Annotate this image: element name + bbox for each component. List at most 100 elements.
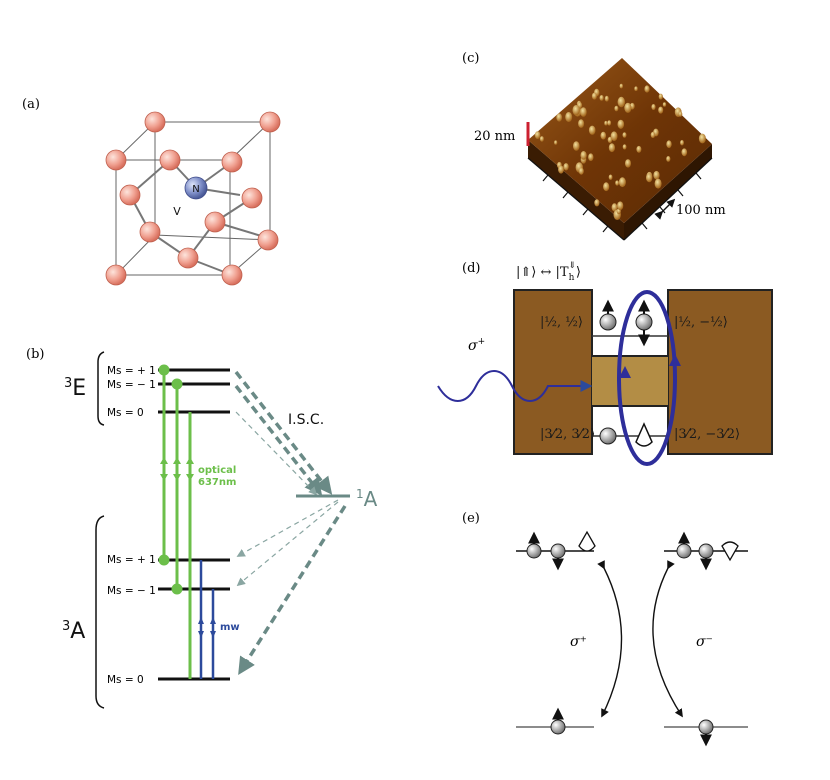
afm-height-label: 20 nm [474, 129, 515, 144]
panel-c-label: (c) [462, 51, 479, 66]
hole-empty [635, 422, 653, 447]
afm-bump [624, 102, 632, 113]
afm-bump [636, 145, 642, 153]
nitrogen-label: N [192, 184, 199, 195]
panel-b-label: (b) [26, 347, 44, 362]
optical-transitions [158, 364, 192, 679]
afm-bump [588, 125, 596, 135]
afm-bump [565, 112, 573, 122]
sigma-minus-label: σ⁻ [696, 634, 713, 650]
afm-bump [539, 136, 544, 142]
afm-bump [618, 177, 626, 188]
afm-bump [658, 93, 663, 100]
carbon-atom [221, 264, 243, 286]
afm-bump [658, 106, 664, 114]
panel-d-label: (d) [462, 261, 480, 276]
spin-ball [599, 427, 617, 445]
afm-bump [619, 83, 623, 89]
afm-bump [646, 173, 653, 183]
photon-label: σ+ [468, 337, 485, 354]
transition-label: |⇑⟩ ↔ |Th⇓⟩ [516, 261, 581, 283]
afm-surface [528, 58, 712, 223]
ms-zero-excited: Ms = 0 [107, 407, 144, 419]
afm-bump [681, 148, 688, 157]
carbon-atom [159, 149, 181, 171]
afm-bump [594, 199, 600, 207]
afm-bump [572, 105, 580, 116]
afm-bump [678, 111, 683, 117]
ms-plus-excited: Ms = + 1 [107, 365, 156, 377]
carbon-atom [221, 151, 243, 173]
ms-plus-ground: Ms = + 1 [107, 554, 156, 566]
afm-bump [534, 131, 541, 140]
afm-bump [625, 159, 631, 168]
afm-bump [644, 85, 650, 93]
afm-bump [578, 119, 585, 128]
nitrogen-atom [184, 176, 208, 200]
elec-top-ket: |½, −½⟩ [674, 315, 728, 330]
afm-bumps [534, 83, 706, 220]
afm-bump [662, 102, 667, 107]
quantum-dot [592, 356, 668, 406]
afm-bump [653, 170, 660, 180]
carbon-atom [257, 229, 279, 251]
panel-a: (a) [22, 97, 281, 286]
vacancy-label: V [173, 205, 181, 218]
panel-b: (b) 3E 3A Ms = + 1 Ms = − 1 Ms = 0 Ms = … [26, 347, 378, 709]
barrier-right [667, 289, 773, 455]
excited-state-label: 3E [64, 376, 86, 401]
afm-bump [654, 178, 662, 189]
singlet-label: 1A [356, 487, 378, 511]
hole-top-ket: |½, ½⟩ [540, 315, 583, 330]
afm-lateral-label: 100 nm [676, 203, 726, 218]
isc-label: I.S.C. [288, 412, 324, 428]
barrier-left [513, 289, 593, 455]
afm-bump [617, 119, 625, 129]
afm-bump [622, 144, 627, 150]
afm-bump [614, 105, 619, 112]
carbon-atom [105, 149, 127, 171]
panel-e-label: (e) [462, 511, 480, 526]
afm-bump [563, 163, 569, 171]
carbon-atom [119, 184, 141, 206]
ground-state-label: 3A [62, 619, 85, 644]
afm-lateral-arrow [654, 198, 676, 220]
optical-arrowheads [160, 457, 194, 481]
elec-bottom-ket: |3⁄2, −3⁄2⟩ [674, 427, 740, 442]
afm-bump [608, 174, 613, 180]
mw-arrowheads [198, 617, 216, 638]
afm-bump [580, 151, 587, 160]
afm-bump [666, 156, 671, 162]
afm-bump [617, 96, 625, 108]
transition-arrow-plus [597, 560, 623, 718]
afm-bump [666, 140, 672, 148]
panel-c: (c) 20 nm 100 nm [462, 51, 726, 241]
ms-minus-excited: Ms = − 1 [107, 379, 156, 391]
ms-minus-ground: Ms = − 1 [107, 585, 156, 597]
hole-bottom-ket: |3⁄2, 3⁄2⟩ [540, 427, 595, 442]
energy-levels [158, 368, 230, 681]
afm-bump [650, 131, 656, 138]
carbon-atom [144, 111, 166, 133]
photon-wave [437, 370, 593, 402]
carbon-atom [105, 264, 127, 286]
panel-a-label: (a) [22, 97, 40, 112]
isc-arrows [234, 370, 347, 675]
afm-bump [573, 141, 580, 151]
afm-bump [600, 131, 607, 140]
afm-bump [578, 167, 584, 175]
afm-bump [651, 104, 656, 110]
carbon-atom [241, 187, 263, 209]
mw-label: mw [220, 622, 240, 633]
afm-bump [599, 95, 604, 101]
afm-bump [607, 120, 612, 126]
ms-zero-ground: Ms = 0 [107, 674, 144, 686]
mw-transitions [199, 560, 215, 679]
spin-ball [599, 313, 617, 331]
afm-bump [615, 180, 619, 186]
afm-bump [610, 131, 618, 141]
carbon-atom [204, 211, 226, 233]
afm-bump [591, 92, 597, 100]
panel-d: (d) |⇑⟩ ↔ |Th⇓⟩ |½, ½⟩ |½, −½⟩ |3⁄2, 3⁄2… [437, 261, 773, 466]
